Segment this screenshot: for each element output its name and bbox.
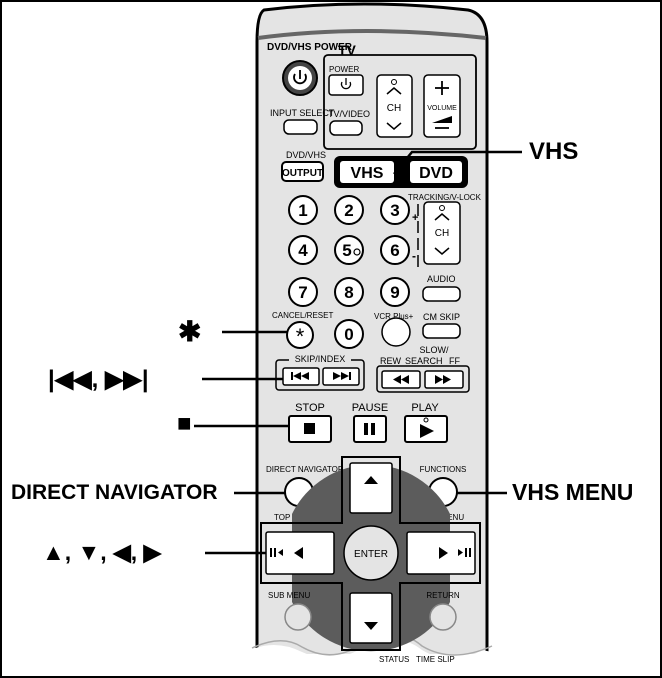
digit-7-button[interactable]: 7: [288, 277, 318, 307]
skip-index-label: SKIP/INDEX: [295, 354, 346, 364]
svg-text:*: *: [296, 324, 305, 349]
stop-button[interactable]: [288, 415, 332, 443]
dvd-button[interactable]: [410, 161, 462, 183]
rewind-button[interactable]: [381, 370, 421, 389]
sub-menu-label: SUB MENU: [268, 591, 310, 600]
volume-label: VOLUME: [427, 105, 457, 112]
digit-9-button[interactable]: 9: [380, 277, 410, 307]
output-label: OUTPUT: [282, 168, 323, 179]
svg-text:9: 9: [390, 283, 399, 302]
tv-header: TV: [338, 42, 357, 58]
dvd-button-label: DVD: [419, 165, 453, 182]
plus-sign: +: [412, 212, 418, 224]
return-label: RETURN: [426, 591, 460, 600]
status-label: STATUS: [379, 655, 409, 664]
tv-power-button[interactable]: [328, 74, 364, 96]
tv-video-button[interactable]: [329, 120, 363, 136]
tracking-ch-label: CH: [435, 228, 449, 239]
digit-2-button[interactable]: 2: [334, 195, 364, 225]
tv-video-label: TV/VIDEO: [328, 109, 370, 119]
cm-skip-label: CM SKIP: [423, 312, 460, 322]
digit-8-button[interactable]: 8: [334, 277, 364, 307]
svg-text:7: 7: [298, 283, 307, 302]
play-label: PLAY: [411, 402, 439, 414]
functions-label: FUNCTIONS: [420, 465, 467, 474]
callout-stop: ■: [177, 410, 192, 437]
callout-vhs-menu: VHS MENU: [512, 479, 634, 505]
cancel-reset-label: CANCEL/RESET: [272, 311, 333, 320]
dpad-left-button[interactable]: [265, 531, 335, 575]
svg-text:0: 0: [344, 325, 353, 344]
callout-skip: |◀◀, ▶▶|: [48, 366, 149, 393]
digit-4-button[interactable]: 4: [288, 235, 318, 265]
cancel-reset-button[interactable]: *: [286, 321, 314, 349]
return-button[interactable]: [429, 603, 457, 631]
callout-arrows: ▲, ▼, ◀, ▶: [42, 539, 162, 565]
tracking-label: TRACKING/V-LOCK: [408, 193, 482, 202]
vcr-plus-label: VCR Plus+: [374, 312, 414, 321]
digit-1-button[interactable]: 1: [288, 195, 318, 225]
enter-label: ENTER: [354, 549, 388, 560]
skip-back-button[interactable]: [282, 367, 320, 386]
slow-label: SLOW/: [419, 345, 449, 355]
dvd-vhs-small-label: DVD/VHS: [286, 150, 326, 160]
tv-volume-rocker[interactable]: VOLUME: [423, 74, 461, 138]
input-select-button[interactable]: [283, 119, 318, 135]
digit-3-button[interactable]: 3: [380, 195, 410, 225]
callout-asterisk: ✱: [178, 316, 202, 347]
callout-direct-navigator: DIRECT NAVIGATOR: [11, 481, 218, 504]
dpad-down-button[interactable]: [349, 592, 393, 644]
pause-button[interactable]: [353, 415, 387, 443]
digit-0-button[interactable]: 0: [334, 319, 364, 349]
slow-search-frame: [376, 365, 470, 393]
pause-label: PAUSE: [352, 402, 388, 414]
stop-label: STOP: [295, 402, 325, 414]
enter-button[interactable]: ENTER: [343, 525, 399, 581]
cm-skip-button[interactable]: [422, 323, 461, 339]
sub-menu-button[interactable]: [284, 603, 312, 631]
digit-5-button[interactable]: 5: [334, 235, 364, 265]
svg-text:6: 6: [390, 241, 399, 260]
skip-forward-button[interactable]: [322, 367, 360, 386]
digit-6-button[interactable]: 6: [380, 235, 410, 265]
tv-ch-label: CH: [387, 103, 401, 114]
svg-text:8: 8: [344, 283, 353, 302]
dpad-right-button[interactable]: [406, 531, 476, 575]
svg-text:1: 1: [298, 201, 307, 220]
output-button[interactable]: [281, 161, 324, 182]
torn-edge: [242, 639, 502, 676]
callout-vhs: VHS: [529, 138, 579, 165]
time-slip-label: TIME SLIP: [416, 655, 455, 664]
vhs-button-label: VHS: [351, 165, 384, 182]
vhs-leader: [393, 150, 522, 175]
minus-sign: -: [412, 249, 416, 263]
vcr-plus-button[interactable]: [381, 317, 411, 347]
tv-ch-rocker[interactable]: CH: [376, 74, 413, 138]
vhs-button[interactable]: [340, 161, 394, 183]
fast-forward-button[interactable]: [424, 370, 464, 389]
rew-label: REW: [380, 356, 402, 366]
svg-text:2: 2: [344, 201, 353, 220]
leader-lines: [194, 150, 522, 555]
ff-label: FF: [449, 356, 460, 366]
dpad-up-button[interactable]: [349, 462, 393, 514]
input-select-label: INPUT SELECT: [270, 108, 335, 118]
tracking-ch-rocker[interactable]: CH: [423, 201, 461, 265]
search-label: SEARCH: [405, 356, 443, 366]
svg-text:3: 3: [390, 201, 399, 220]
tv-section-border: [323, 54, 477, 150]
direct-navigator-label: DIRECT NAVIGATOR: [266, 465, 344, 474]
tv-power-label: POWER: [329, 65, 359, 74]
dvd-vhs-power-label: DVD/VHS POWER: [267, 42, 353, 53]
dpad-outline: [260, 456, 481, 651]
audio-label: AUDIO: [427, 274, 456, 284]
play-button[interactable]: [404, 415, 448, 443]
power-button[interactable]: [282, 60, 318, 96]
audio-button[interactable]: [422, 286, 461, 302]
svg-text:4: 4: [298, 241, 308, 260]
svg-text:5: 5: [342, 241, 351, 260]
